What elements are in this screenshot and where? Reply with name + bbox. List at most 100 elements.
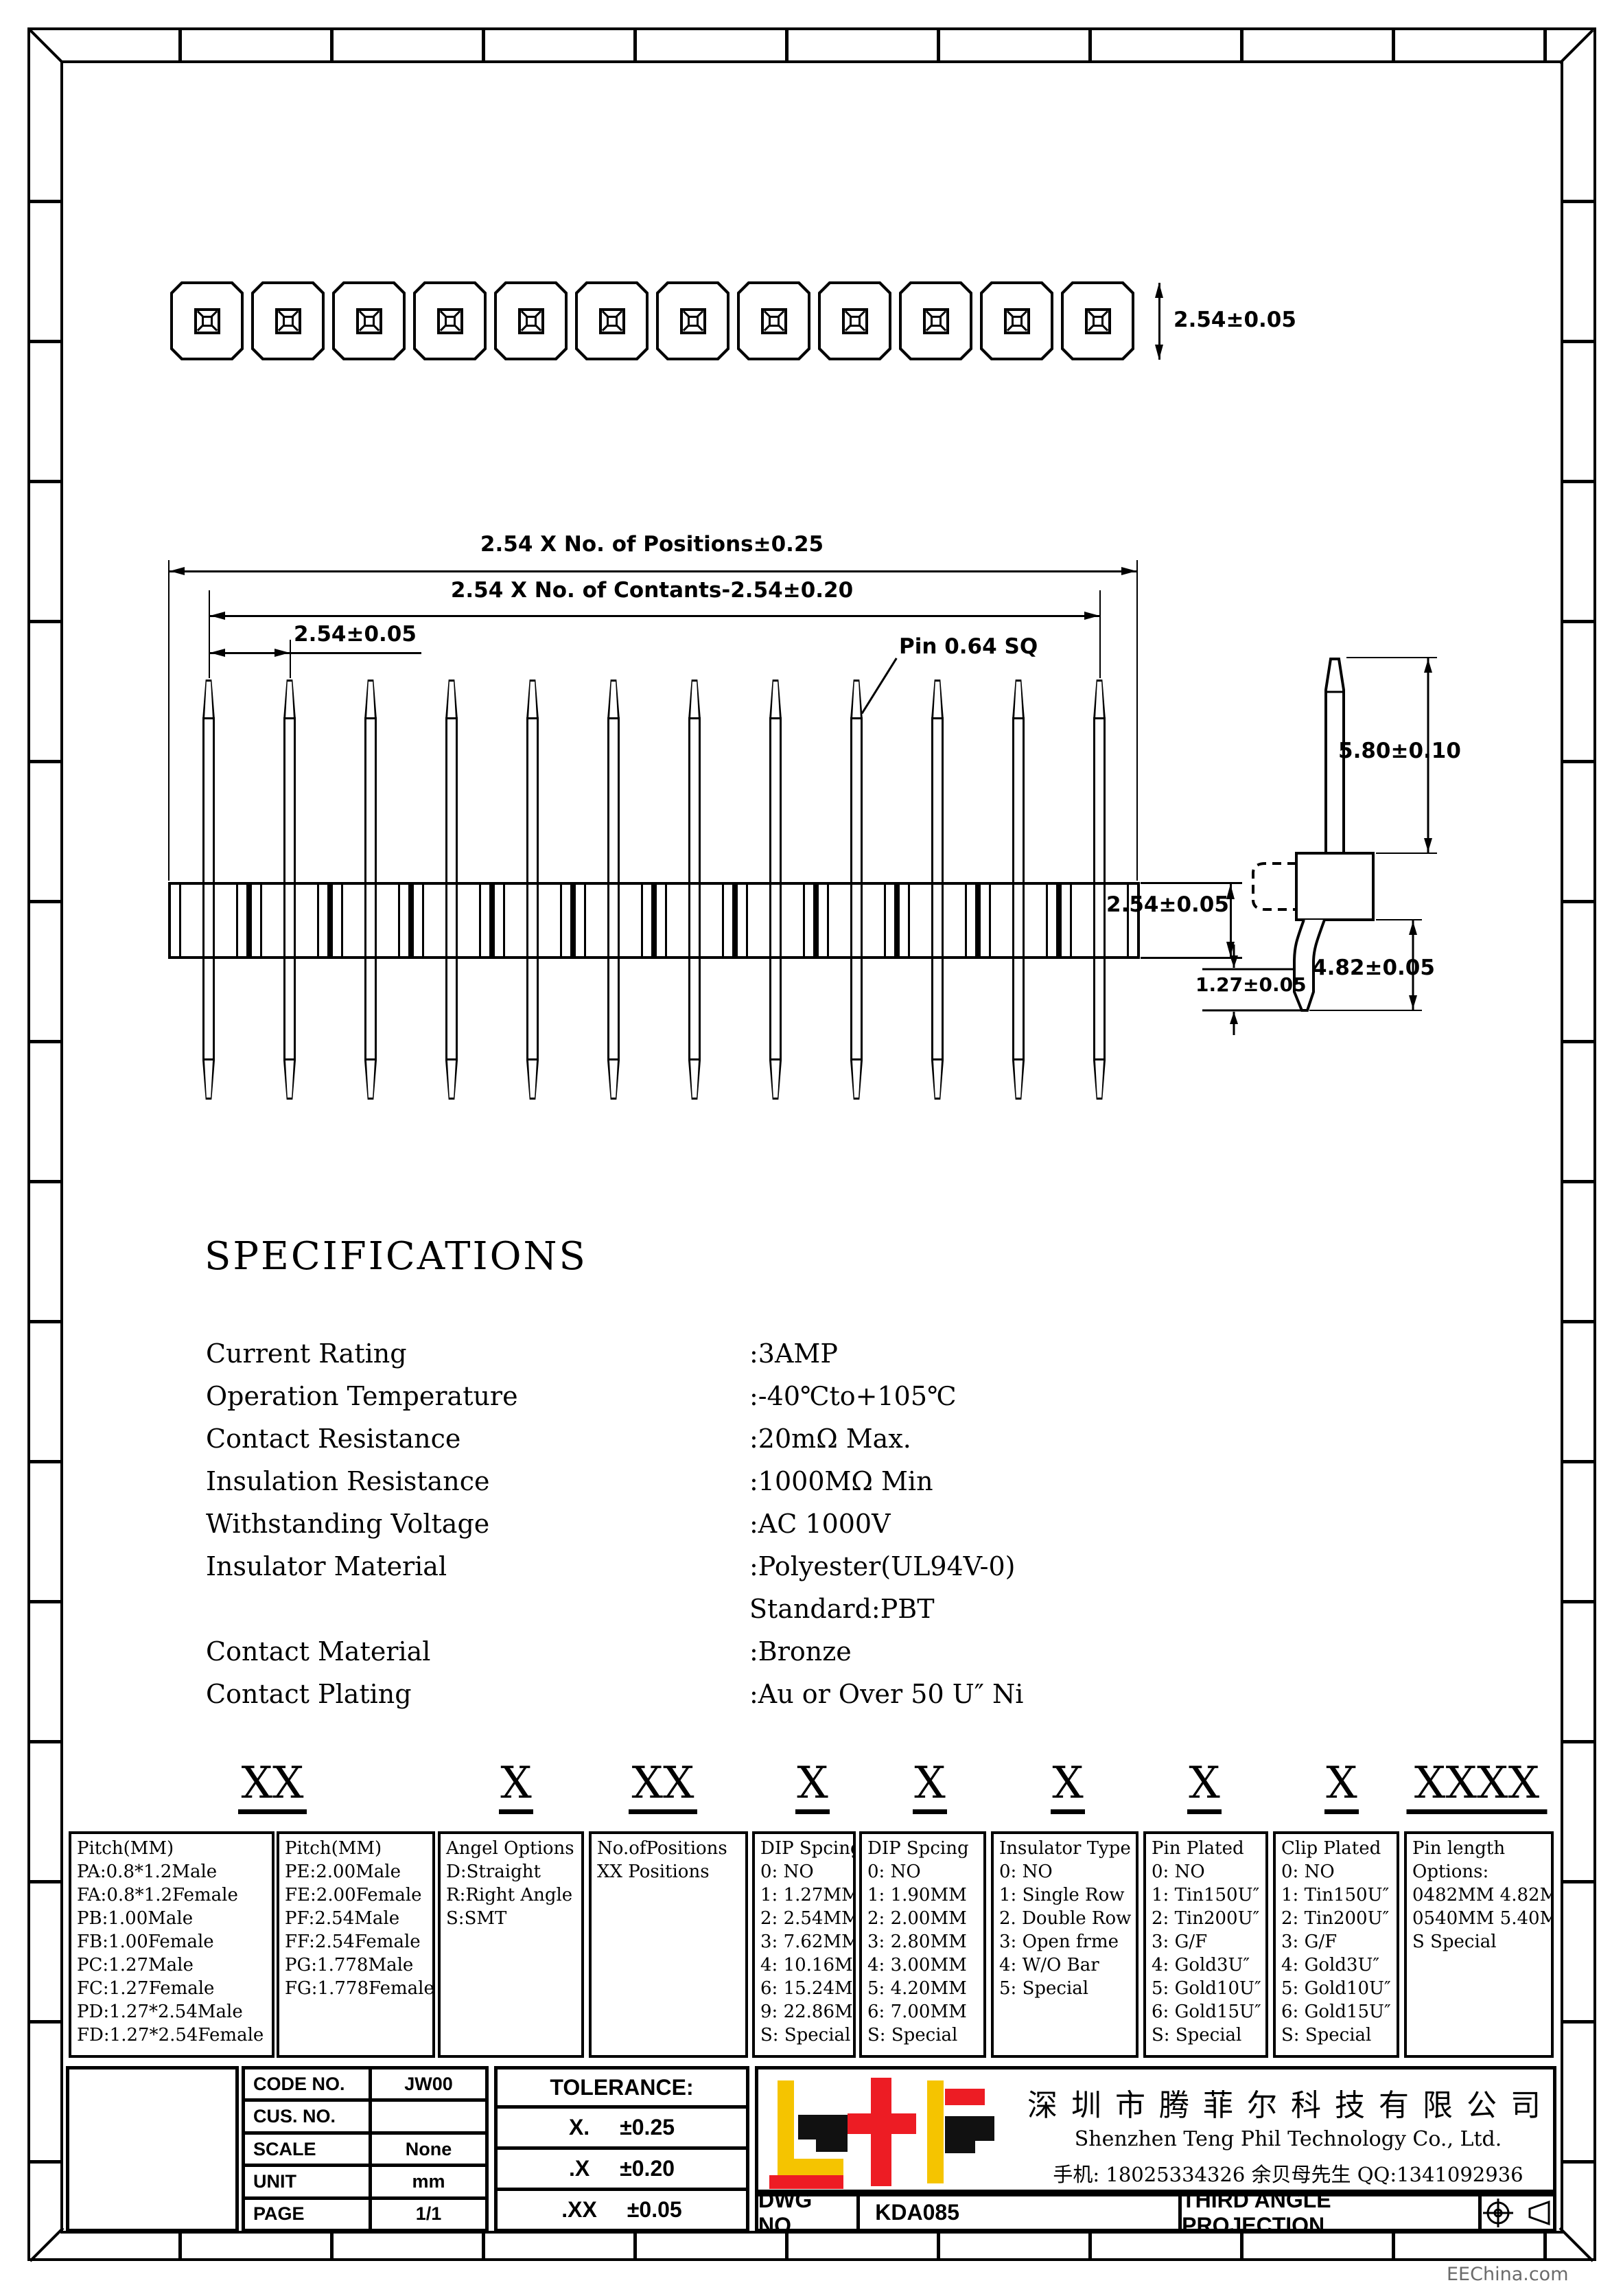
part-code-underline xyxy=(238,1809,307,1814)
part-code-symbol: X xyxy=(500,1758,532,1809)
part-code-symbol: XXXX xyxy=(1414,1758,1540,1809)
pin-callout-text: Pin 0.64 SQ xyxy=(899,634,1038,659)
pin-tick xyxy=(850,1058,863,1060)
info-row-label: SCALE xyxy=(245,2134,372,2164)
options-column-line: Options: xyxy=(1412,1862,1489,1882)
ext-line xyxy=(1136,560,1138,881)
pin-tip-bottom xyxy=(283,1060,296,1100)
position-cell xyxy=(332,281,406,360)
pin-tick xyxy=(283,717,296,719)
pin-tick xyxy=(1093,1058,1106,1060)
options-column-line: 4: 10.16MM xyxy=(760,1955,853,1975)
pin-tick xyxy=(931,717,944,719)
info-row-value xyxy=(372,2102,485,2131)
spec-row-value: :Au or Over 50 U″ Ni xyxy=(749,1679,1024,1709)
options-column-line: S:SMT xyxy=(446,1908,507,1929)
pin-tip-bottom xyxy=(526,1060,539,1100)
projection-symbols xyxy=(1482,2196,1553,2229)
options-column-line: 6: 15.24MM xyxy=(760,1978,853,1999)
pin-square xyxy=(931,316,942,327)
options-column-line: 3: 2.80MM xyxy=(867,1932,967,1952)
tolerance-row-value: ±0.25 xyxy=(620,2115,675,2140)
position-cell xyxy=(737,281,810,360)
position-cell xyxy=(494,281,568,360)
spec-row-label: Contact Plating xyxy=(206,1679,412,1709)
pin-top-symbol xyxy=(518,308,544,334)
options-column-line: PG:1.778Male xyxy=(285,1955,414,1975)
options-column-line: PD:1.27*2.54Male xyxy=(77,2002,243,2022)
spec-row-label: Current Rating xyxy=(206,1338,407,1369)
frame-outer xyxy=(27,27,1596,2261)
pin-tick xyxy=(283,1058,296,1060)
dim-text-pin-height: 5.80±0.10 xyxy=(1338,739,1461,763)
options-column-line: FA:0.8*1.2Female xyxy=(77,1885,238,1905)
title-block-dwg-strip: DWG NO. KDA085 THIRD ANGLE PROJECTION xyxy=(755,2188,1556,2238)
dwg-no-label: DWG NO. xyxy=(758,2188,861,2238)
pin xyxy=(202,680,215,1100)
pin-tip-bottom xyxy=(850,1060,863,1100)
pin-tick xyxy=(850,717,863,719)
options-column-line: PE:2.00Male xyxy=(285,1862,401,1882)
options-column-line: 0: NO xyxy=(867,1862,921,1882)
title-block-empty-box xyxy=(66,2066,239,2232)
options-column-line: 1: Tin150U″ xyxy=(1152,1885,1260,1905)
options-column-line: 6: Gold15U″ xyxy=(1281,2002,1391,2022)
pin-top-symbol xyxy=(680,308,706,334)
spec-row-value: :1000MΩ Min xyxy=(749,1466,933,1496)
pin xyxy=(607,680,620,1100)
ext-line xyxy=(1141,882,1242,884)
pin-tip-bottom xyxy=(607,1060,620,1100)
pin-tick xyxy=(688,717,701,719)
position-cell xyxy=(980,281,1053,360)
pin-shaft xyxy=(283,717,296,1060)
dim-text-contacts: 2.54 X No. of Contants-2.54±0.20 xyxy=(450,578,854,603)
part-code-symbol: X xyxy=(1189,1758,1220,1809)
dim-shelf-pitch xyxy=(291,652,421,654)
part-code-underline xyxy=(1051,1809,1085,1814)
pin-shaft xyxy=(364,717,377,1060)
position-cell xyxy=(656,281,729,360)
position-cell xyxy=(818,281,891,360)
part-code-underline xyxy=(1324,1809,1359,1814)
dim-line-body-height xyxy=(1226,884,1235,957)
info-row-label: CUS. NO. xyxy=(245,2102,372,2131)
spec-row-value: :Polyester(UL94V-0) xyxy=(749,1551,1016,1581)
options-column-line: FC:1.27Female xyxy=(77,1978,215,1999)
pin-square xyxy=(202,316,213,327)
pin-square xyxy=(607,316,618,327)
options-column-line: 6: Gold15U″ xyxy=(1152,2002,1261,2022)
options-column-line: S: Special xyxy=(1281,2025,1372,2045)
ext-line xyxy=(1141,957,1242,959)
ext-line xyxy=(290,640,291,678)
pin-shaft xyxy=(445,717,458,1060)
position-cell xyxy=(170,281,244,360)
options-column-line: 3: 7.62MM xyxy=(760,1932,856,1952)
options-column-line: D:Straight xyxy=(446,1862,541,1882)
body-cell xyxy=(492,882,573,959)
options-column-line: 2: Tin200U″ xyxy=(1281,1908,1390,1929)
pin xyxy=(364,680,377,1100)
body-cell xyxy=(735,882,816,959)
pin-square xyxy=(769,316,780,327)
info-row-label: PAGE xyxy=(245,2199,372,2229)
company-contact: 手机: 18025334326 余贝母先生 QQ:1341092936 xyxy=(1053,2163,1523,2186)
side-view-drawing xyxy=(1202,657,1437,1035)
options-column-line: FB:1.00Female xyxy=(77,1932,214,1952)
info-row-value: JW00 xyxy=(404,2073,453,2094)
options-column-title: DIP Spcing xyxy=(867,1838,969,1859)
pin-tick xyxy=(526,1058,539,1060)
part-code-underline xyxy=(913,1809,947,1814)
tolerance-title: TOLERANCE: xyxy=(498,2069,746,2109)
pin-tick xyxy=(202,717,215,719)
position-cell xyxy=(251,281,325,360)
options-column-line: S: Special xyxy=(867,2025,958,2045)
spec-row-label: Insulation Resistance xyxy=(206,1466,490,1496)
part-code-symbol: X xyxy=(797,1758,828,1809)
pin-square xyxy=(364,316,375,327)
info-row-value: 1/1 xyxy=(415,2203,442,2225)
pin-shaft xyxy=(931,717,944,1060)
info-row-value: mm xyxy=(412,2170,445,2192)
pin-top-symbol xyxy=(842,308,868,334)
